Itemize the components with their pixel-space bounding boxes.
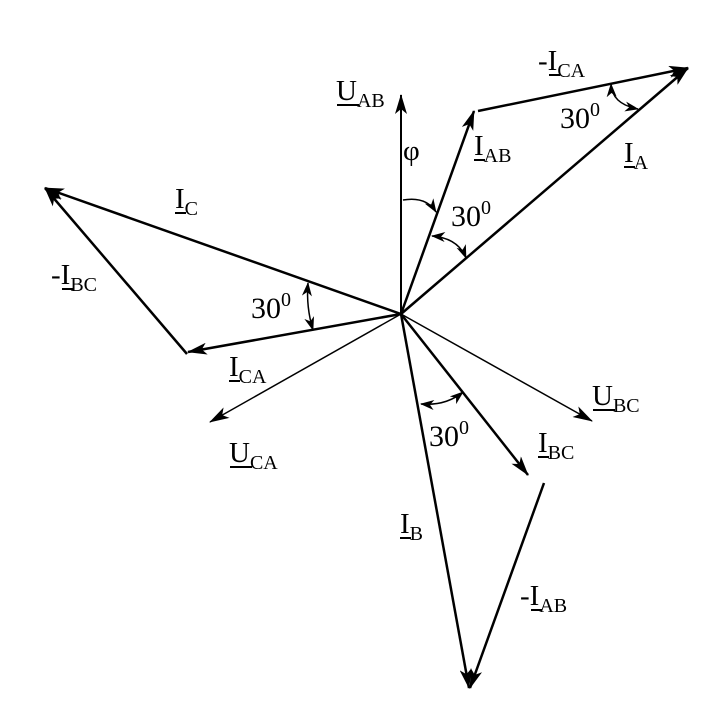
i-ab-vector: [399, 110, 476, 315]
neg-i-ab-vector: [468, 482, 546, 689]
angle-arc-left: [301, 282, 315, 331]
angle-label-left: 300: [251, 289, 291, 325]
label-u-ca: UCA: [229, 437, 278, 474]
label-u-bc: UBC: [592, 380, 640, 417]
i-a-vector: [400, 67, 689, 315]
svg-text:UCA: UCA: [229, 437, 278, 474]
svg-text:IC: IC: [175, 183, 198, 220]
label-i-b: IB: [400, 508, 423, 545]
svg-text:-IAB: -IAB: [520, 580, 567, 617]
svg-text:φ: φ: [403, 135, 420, 167]
i-b-vector: [399, 313, 472, 689]
label-i-c: IC: [175, 183, 198, 220]
svg-text:UBC: UBC: [592, 380, 640, 417]
u-bc-vector: [400, 313, 593, 422]
u-ca-vector: [209, 313, 402, 423]
svg-text:IAB: IAB: [474, 130, 511, 167]
i-bc-vector: [400, 313, 529, 476]
i-c-vector: [44, 186, 402, 316]
angle-label-top: 300: [451, 197, 491, 233]
angle-label-bottom: 300: [429, 417, 469, 453]
label-neg-i-ca: -ICA: [538, 45, 586, 82]
svg-text:IBC: IBC: [538, 427, 574, 464]
label-neg-i-bc: -IBC: [51, 259, 97, 296]
angle-arc-bottom: [420, 391, 464, 411]
label-i-bc: IBC: [538, 427, 574, 464]
label-phi: φ: [403, 135, 420, 167]
svg-text:ICA: ICA: [229, 351, 267, 388]
svg-text:-ICA: -ICA: [538, 45, 586, 82]
label-i-ab: IAB: [474, 130, 511, 167]
angle-arc-top: [431, 232, 467, 259]
svg-text:IB: IB: [400, 508, 423, 545]
phi-arc: [402, 198, 437, 213]
neg-i-ca-vector: [477, 65, 689, 113]
angle-label-right: 300: [560, 99, 600, 135]
i-ca-vector: [187, 312, 402, 355]
label-u-ab: UAB: [336, 75, 385, 112]
svg-text:UAB: UAB: [336, 75, 385, 112]
label-i-a: IA: [624, 137, 649, 174]
neg-i-bc-vector: [44, 187, 188, 355]
svg-text:IA: IA: [624, 137, 649, 174]
angle-arc-right: [606, 83, 639, 112]
svg-text:-IBC: -IBC: [51, 259, 97, 296]
label-i-ca: ICA: [229, 351, 267, 388]
label-neg-i-ab: -IAB: [520, 580, 567, 617]
